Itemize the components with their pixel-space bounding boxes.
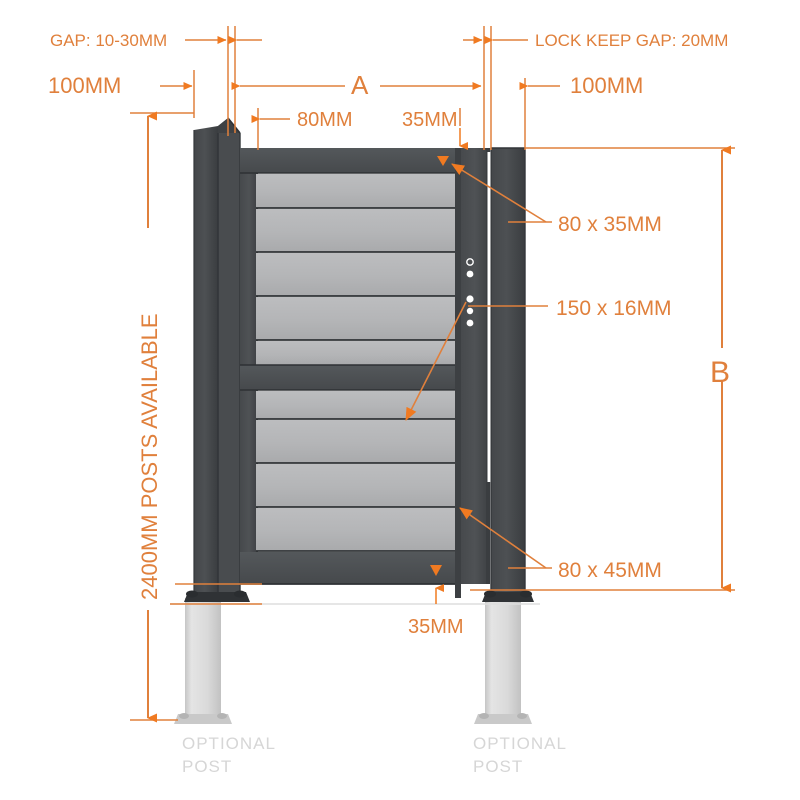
gate-panel <box>240 148 490 585</box>
lock-keep-gap-label: LOCK KEEP GAP: 20MM <box>535 31 728 50</box>
lock-fixing <box>466 307 474 315</box>
ground-clearance-label: 35MM <box>408 616 464 638</box>
width-a-label: A <box>351 70 369 100</box>
slat-group-upper <box>256 174 460 365</box>
optional-post-left-caption: OPTIONAL POST <box>182 734 276 776</box>
slat <box>256 253 460 296</box>
dim-post-right-100mm: 100MM <box>519 73 643 98</box>
lock-stile-callout-label: 150 x 16MM <box>556 297 672 320</box>
hinge-stile-label: 80MM <box>297 109 353 131</box>
hinge-post-left-base <box>184 590 250 602</box>
height-b-label: B <box>710 356 730 389</box>
dim-gap-hinge: GAP: 10-30MM <box>50 31 262 50</box>
post-right-width-label: 100MM <box>570 73 643 98</box>
post-left-width-label: 100MM <box>48 73 121 98</box>
bottom-rail-callout-label: 80 x 45MM <box>558 559 662 582</box>
callout-bottom-rail: 80 x 45MM <box>459 507 662 582</box>
callout-lock-stile: 150 x 16MM <box>405 297 672 421</box>
gate-bottom-rail <box>240 552 460 584</box>
slat <box>256 209 460 252</box>
stile-right-label: 35MM <box>402 109 458 131</box>
lock-keep-slot <box>487 152 491 482</box>
dim-ground-clearance: 35MM <box>408 565 464 638</box>
optional-post-left-line1: OPTIONAL <box>182 734 276 753</box>
optional-post-right <box>474 598 532 724</box>
slat <box>256 174 460 208</box>
optional-post-right-caption: OPTIONAL POST <box>473 734 567 776</box>
slat <box>256 464 460 507</box>
dim-hinge-stile-80mm: 80MM <box>251 109 353 131</box>
lock-post-right-base <box>482 590 534 602</box>
slat <box>256 508 460 551</box>
slat-group-lower <box>256 391 460 552</box>
slat <box>256 297 460 340</box>
lock-post-right <box>455 147 526 598</box>
dim-posts-available: 2400MM POSTS AVAILABLE <box>137 111 162 723</box>
dim-lock-keep-gap: LOCK KEEP GAP: 20MM <box>463 31 728 50</box>
dim-width-a: A <box>231 70 482 100</box>
top-rail-callout-label: 80 x 35MM <box>558 213 662 236</box>
gate-top-rail <box>240 148 460 173</box>
slat <box>256 341 460 365</box>
hinge-post-left <box>193 117 241 598</box>
optional-post-right-line1: OPTIONAL <box>473 734 567 753</box>
optional-post-left <box>174 598 232 724</box>
dimension-extension-lines <box>130 26 735 721</box>
lock-post-body <box>491 148 525 598</box>
lock-fixing <box>466 319 474 327</box>
callout-top-rail: 80 x 35MM <box>451 163 662 236</box>
dim-top-35mm: 35MM <box>402 109 468 166</box>
dim-post-left-100mm: 100MM <box>48 73 193 98</box>
lock-fixing <box>466 295 474 303</box>
slat <box>256 420 460 463</box>
slat <box>256 391 460 419</box>
gap-hinge-label: GAP: 10-30MM <box>50 31 167 50</box>
posts-available-label: 2400MM POSTS AVAILABLE <box>137 313 162 600</box>
lock-fixing-hole <box>466 258 474 266</box>
optional-post-left-line2: POST <box>182 757 232 776</box>
optional-post-right-line2: POST <box>473 757 523 776</box>
dim-height-b: B <box>710 145 731 593</box>
lock-fixing <box>466 270 474 278</box>
